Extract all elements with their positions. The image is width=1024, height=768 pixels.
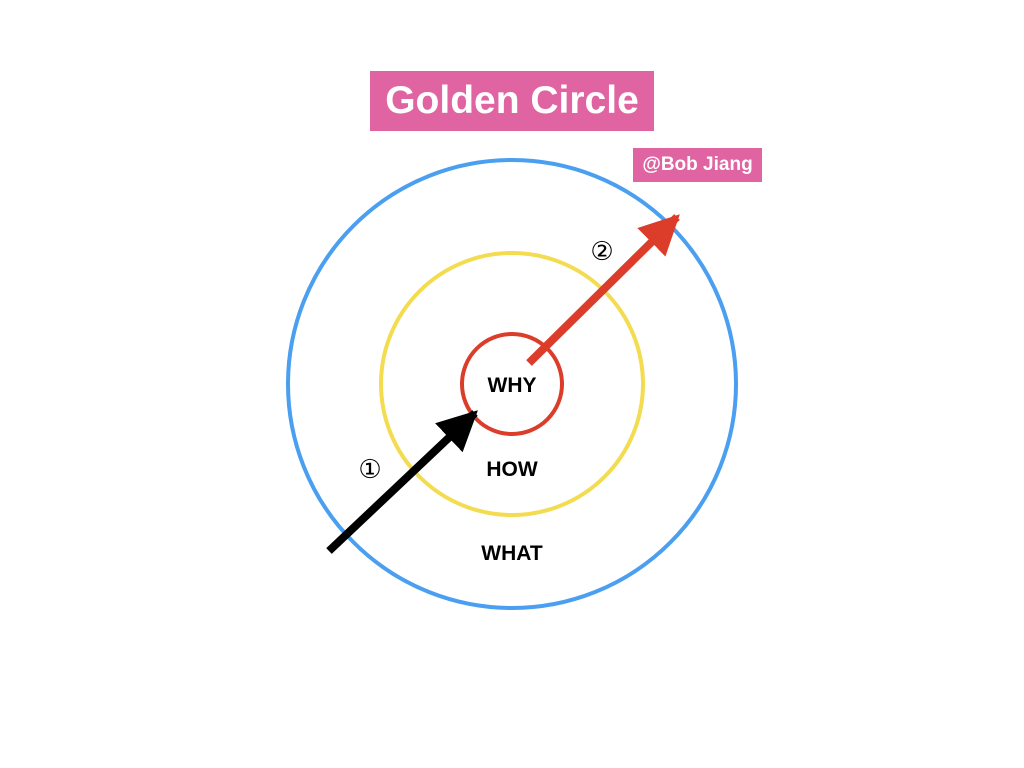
why-label: WHY [488, 374, 537, 397]
inner-ring-why [460, 332, 564, 436]
outbound-arrow [526, 214, 680, 366]
step-one-label: ① [358, 454, 381, 484]
outer-ring-what [286, 158, 738, 610]
how-label: HOW [486, 458, 538, 481]
middle-ring-how [379, 251, 645, 517]
title-label: Golden Circle [370, 71, 654, 131]
step-two-label: ② [590, 236, 613, 266]
what-label: WHAT [481, 542, 543, 565]
inbound-arrow [326, 410, 478, 554]
author-label: @Bob Jiang [633, 148, 762, 182]
